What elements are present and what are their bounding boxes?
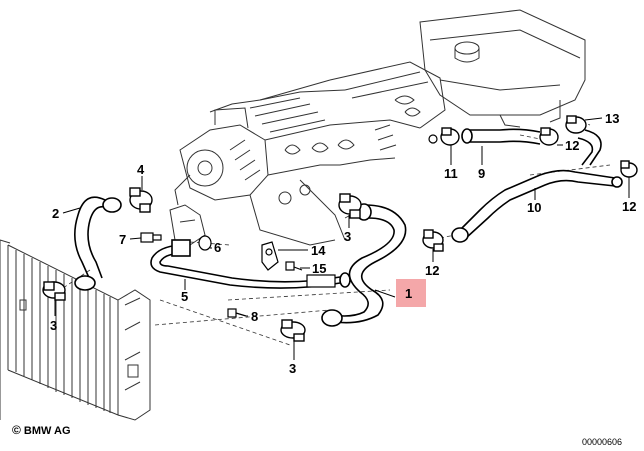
small-parts	[140, 134, 438, 318]
callout-3-center[interactable]: 3	[344, 229, 351, 244]
part-1-highlight	[396, 279, 426, 307]
clamp-12-center	[422, 229, 444, 252]
thermostat-housing	[306, 274, 336, 288]
callout-12-center[interactable]: 12	[425, 263, 439, 278]
leader-lines	[54, 117, 630, 360]
pipe-5	[150, 239, 351, 289]
diagram-reference-number: 00000606	[582, 437, 623, 447]
callout-3-left[interactable]: 3	[50, 318, 57, 333]
bolt-8	[227, 308, 247, 318]
hose-clamps	[42, 115, 638, 342]
callout-1[interactable]: 1	[405, 286, 412, 301]
hose-10	[451, 169, 623, 243]
callout-7[interactable]: 7	[119, 232, 126, 247]
copyright-symbol: ©	[12, 423, 21, 437]
hose-1	[321, 203, 407, 327]
callout-9[interactable]: 9	[478, 166, 485, 181]
callout-10[interactable]: 10	[527, 200, 541, 215]
clamp-12-right	[620, 160, 638, 178]
callout-5[interactable]: 5	[181, 289, 188, 304]
clamp-12-top	[440, 127, 460, 146]
bracket-14	[261, 241, 279, 271]
hose-13	[577, 129, 602, 166]
copyright-text: BMW AG	[23, 425, 71, 437]
engine-block	[169, 61, 446, 246]
clamp-4	[129, 187, 153, 213]
radiator	[0, 239, 151, 421]
callout-13[interactable]: 13	[605, 111, 619, 126]
callout-14[interactable]: 14	[311, 243, 326, 258]
clamp-3-left	[42, 281, 66, 301]
hoses	[74, 128, 623, 327]
bolt-15	[285, 261, 303, 271]
copyright-notice: © BMW AG	[12, 423, 71, 437]
sensor-7	[140, 232, 162, 243]
clamp-13	[565, 115, 587, 134]
hose-2	[74, 196, 122, 291]
fitting-11	[428, 134, 438, 144]
callout-12-right[interactable]: 12	[622, 199, 636, 214]
callout-3-bottom[interactable]: 3	[289, 361, 296, 376]
callout-6[interactable]: 6	[214, 240, 221, 255]
expansion-tank	[419, 9, 586, 128]
callout-2[interactable]: 2	[52, 206, 59, 221]
clamp-3-bottom	[280, 319, 306, 342]
callout-4[interactable]: 4	[137, 162, 145, 177]
callout-12-mid[interactable]: 12	[565, 138, 579, 153]
clamp-12-mid	[539, 127, 559, 146]
hose-9	[461, 128, 541, 145]
clamp-3-center	[338, 193, 362, 219]
callout-15[interactable]: 15	[312, 261, 326, 276]
o-ring-6	[198, 235, 212, 251]
callout-labels: 1 2 3 3 3 4 5 6 7 8 9 10 11 12 12 12 13 …	[50, 111, 636, 376]
callout-11[interactable]: 11	[444, 166, 458, 181]
callout-8[interactable]: 8	[251, 309, 258, 324]
